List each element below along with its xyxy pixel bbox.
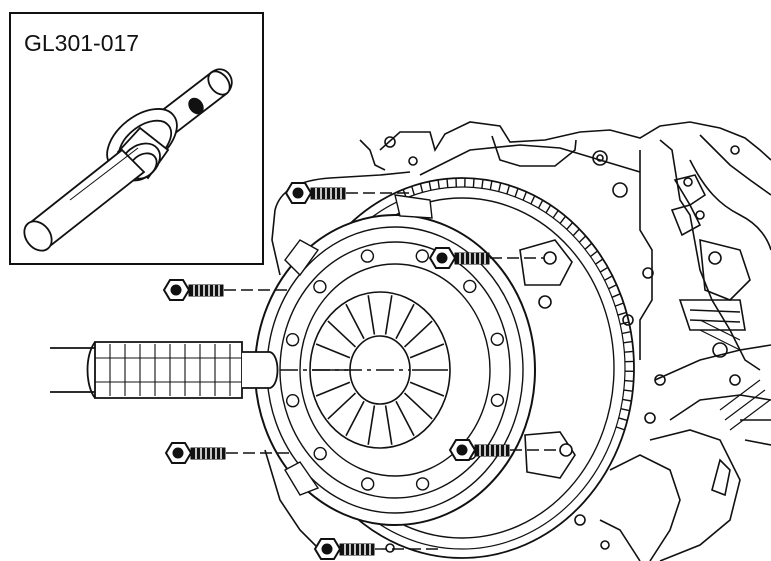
- spring-finger: [384, 295, 393, 335]
- spring-finger: [327, 392, 357, 420]
- spring-finger: [395, 303, 415, 340]
- gear-tooth: [530, 195, 536, 205]
- gear-tooth: [522, 191, 528, 201]
- gear-tooth: [537, 199, 544, 209]
- gear-tooth: [489, 180, 493, 190]
- gear-tooth: [566, 222, 574, 230]
- gear-tooth: [620, 408, 630, 412]
- diaphragm-spring-fingers: [312, 295, 448, 445]
- gear-tooth: [611, 293, 621, 298]
- clutch-alignment-tool-illustration: [23, 68, 233, 252]
- bolt-left-lower: [164, 442, 292, 464]
- tool-callout: GL301-017: [9, 12, 264, 265]
- rivet-hole: [415, 249, 429, 263]
- bolt-upper-right: [428, 247, 557, 269]
- gear-tooth: [552, 210, 559, 219]
- spring-finger: [367, 295, 376, 335]
- rivet-hole: [490, 332, 504, 346]
- gear-tooth: [437, 179, 440, 189]
- spring-finger: [327, 320, 357, 348]
- spring-finger: [345, 303, 365, 340]
- rivet-hole: [360, 249, 375, 263]
- gear-tooth: [428, 181, 432, 191]
- gear-tooth: [623, 340, 633, 344]
- rivet-hole: [285, 333, 300, 347]
- gear-tooth: [446, 178, 449, 188]
- bolt-left-upper: [162, 279, 290, 301]
- gear-tooth: [599, 266, 609, 273]
- gear-tooth: [621, 331, 631, 335]
- rivet-hole: [463, 279, 477, 294]
- gear-tooth: [620, 321, 630, 325]
- gear-tooth: [578, 235, 587, 243]
- gear-tooth: [622, 398, 632, 402]
- alignment-shaft: [50, 341, 410, 399]
- spring-finger: [315, 343, 351, 359]
- bolt-top-flywheel: [284, 182, 410, 204]
- rivet-hole: [361, 477, 375, 491]
- gear-tooth: [545, 204, 552, 214]
- pressure-plate-cover: [254, 194, 576, 526]
- spring-finger: [403, 320, 433, 348]
- tool-number-label: GL301-017: [24, 30, 139, 56]
- gear-tooth: [624, 379, 634, 382]
- spring-finger: [315, 381, 351, 397]
- spring-finger: [384, 405, 393, 445]
- gear-tooth: [572, 228, 580, 237]
- spring-finger: [395, 400, 415, 437]
- gear-tooth: [514, 188, 519, 198]
- gear-tooth: [604, 275, 613, 281]
- engine-block: [264, 121, 771, 561]
- ring-gear-teeth: [402, 177, 635, 431]
- rivet-hole: [286, 394, 300, 408]
- spring-finger: [367, 405, 376, 445]
- bolt-lower-right: [448, 439, 573, 461]
- gear-tooth: [617, 311, 627, 316]
- gear-tooth: [411, 186, 415, 196]
- gear-tooth: [559, 215, 567, 224]
- spring-finger: [403, 392, 433, 420]
- rivet-hole: [313, 446, 327, 461]
- gear-tooth: [481, 179, 484, 189]
- spring-finger: [409, 381, 445, 397]
- gear-tooth: [614, 302, 624, 307]
- gear-tooth: [608, 284, 617, 290]
- rivet-hole: [415, 477, 430, 491]
- gear-tooth: [498, 182, 502, 192]
- gear-tooth: [419, 183, 424, 193]
- rivet-hole: [313, 280, 327, 294]
- gear-tooth: [618, 417, 628, 422]
- bolt-bottom: [313, 538, 440, 560]
- rivet-hole: [490, 393, 505, 407]
- spring-finger: [409, 343, 445, 359]
- gear-tooth: [589, 250, 598, 258]
- gear-tooth: [624, 350, 634, 353]
- gear-tooth: [472, 178, 475, 188]
- gear-tooth: [615, 426, 625, 431]
- gear-tooth: [595, 258, 604, 265]
- gear-tooth: [623, 389, 633, 392]
- gear-tooth: [506, 185, 511, 195]
- gear-tooth: [584, 242, 593, 250]
- spring-finger: [345, 400, 365, 437]
